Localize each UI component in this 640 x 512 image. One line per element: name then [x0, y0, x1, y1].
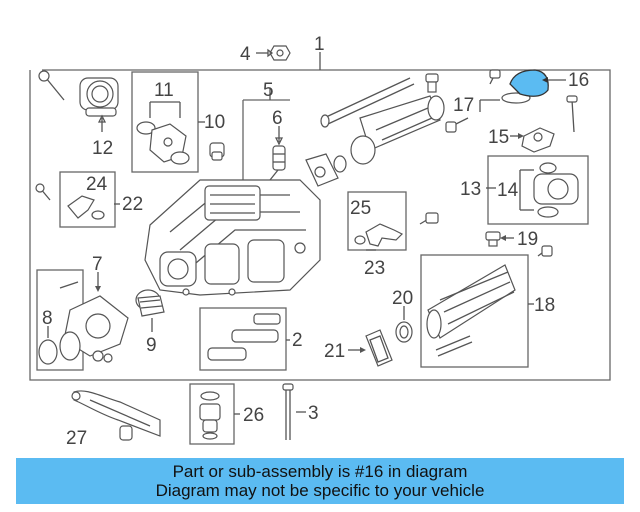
vehicle-fit-banner: Part or sub-assembly is #16 in diagram D… — [16, 458, 624, 504]
part-12-throttle-body — [38, 70, 119, 132]
banner-line-1: Part or sub-assembly is #16 in diagram — [172, 462, 468, 481]
callout-7: 7 — [92, 254, 103, 275]
part-15-flange — [510, 95, 578, 153]
callout-1: 1 — [314, 34, 325, 55]
callout-23: 23 — [364, 258, 385, 279]
callout-10: 10 — [204, 112, 225, 133]
callout-3: 3 — [308, 403, 319, 424]
cap-and-bolt — [425, 73, 469, 133]
callout-17: 17 — [453, 95, 474, 116]
callout-22: 22 — [122, 194, 143, 215]
part-2-gaskets — [207, 313, 290, 361]
part-7-pulley-assembly — [59, 272, 129, 363]
banner-line-2: Diagram may not be specific to your vehi… — [155, 481, 485, 500]
callout-21: 21 — [324, 341, 345, 362]
callout-26: 26 — [243, 405, 264, 426]
callout-15: 15 — [488, 127, 509, 148]
callout-24: 24 — [86, 174, 108, 195]
leader-lines — [114, 88, 534, 415]
part-14-throttle-valve — [519, 162, 579, 218]
part-24-bracket — [35, 183, 105, 220]
callout-19: 19 — [517, 229, 538, 250]
part-21-gasket — [348, 329, 393, 367]
callout-5: 5 — [263, 80, 274, 101]
parts-diagram: 1 4 5 6 11 10 12 24 22 17 16 15 13 14 25… — [29, 34, 611, 449]
part-3-stud — [282, 383, 306, 440]
callout-8: 8 — [42, 308, 53, 329]
part-6-sensor — [272, 126, 286, 171]
part-20-o-ring — [395, 306, 413, 343]
callout-4: 4 — [240, 44, 251, 65]
callout-12: 12 — [92, 138, 113, 159]
part-26-valve — [199, 391, 221, 440]
plug-part — [209, 142, 225, 161]
part-19-nut — [485, 231, 553, 257]
callout-13: 13 — [460, 179, 481, 200]
callout-14: 14 — [497, 180, 519, 201]
callout-25: 25 — [350, 198, 371, 219]
part-9-coupling — [135, 289, 165, 332]
callout-18: 18 — [534, 295, 555, 316]
callout-20: 20 — [392, 288, 413, 309]
part-4-nut — [256, 45, 291, 61]
callout-16: 16 — [568, 70, 589, 91]
part-8-seal — [38, 326, 58, 365]
part-16-cover-highlighted[interactable] — [509, 69, 566, 97]
part-17-bolt-and-gasket — [479, 69, 531, 112]
part-25-sensor — [354, 212, 439, 247]
callout-27: 27 — [66, 428, 87, 449]
callout-6: 6 — [272, 108, 283, 129]
part-27-hose — [71, 390, 161, 441]
callout-labels: 1 4 5 6 11 10 12 24 22 17 16 15 13 14 25… — [42, 34, 589, 449]
main-assembly-outline — [29, 52, 611, 381]
supercharger-housing — [144, 169, 321, 296]
callout-2: 2 — [292, 330, 303, 351]
part-18-charge-air-cooler — [426, 264, 516, 357]
callout-11: 11 — [154, 80, 174, 101]
intake-gasket — [305, 153, 347, 187]
intercooler-pipe — [320, 77, 445, 165]
callout-9: 9 — [146, 335, 157, 356]
part-11-gaskets — [136, 101, 205, 165]
